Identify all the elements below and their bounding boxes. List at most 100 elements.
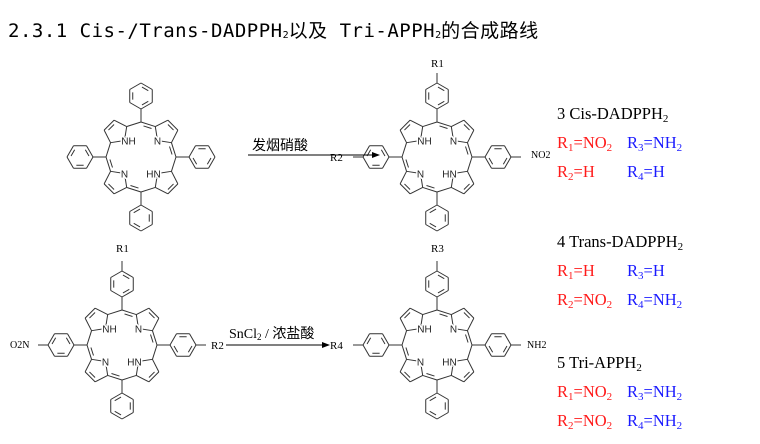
pyrrole-bond <box>84 371 96 383</box>
pyrrole-bond <box>467 171 475 185</box>
pyrrole-bond <box>103 183 115 195</box>
pyrrole-bond <box>123 173 128 188</box>
pyrrole-double-bond <box>463 371 470 378</box>
pyrrole-double-bond <box>404 371 411 378</box>
subscript: 2 <box>636 362 642 374</box>
pyrrole-bond <box>171 129 179 143</box>
phenyl-bond <box>382 145 390 158</box>
phenyl-double-bond <box>502 345 508 353</box>
phenyl-bond <box>189 333 197 346</box>
pyrrole-bond <box>399 171 407 185</box>
phenyl-bond <box>140 224 153 232</box>
phenyl-bond <box>140 102 153 110</box>
pyrrole-bond <box>406 139 421 144</box>
alpha-meso-bond <box>126 186 142 193</box>
r-idx: 3 <box>638 270 644 282</box>
pyrrole-bond <box>103 129 111 143</box>
alpha-meso-bond <box>436 309 452 316</box>
title-subscript: 2 <box>435 30 442 41</box>
phenyl-double-bond <box>429 410 437 416</box>
r-val: =NO <box>573 382 607 401</box>
phenyl-double-bond <box>437 274 445 280</box>
pyrrole-bond <box>419 173 424 188</box>
r-sym: R <box>627 382 639 401</box>
phenyl-bond <box>121 392 134 400</box>
phenyl-bond <box>484 156 492 169</box>
pyrrole-double-bond <box>148 312 155 319</box>
alpha-meso-bond <box>170 142 177 158</box>
pyrrole-bond <box>94 307 108 315</box>
r-idx: 1 <box>568 391 574 403</box>
r-val-sub: 2 <box>606 142 613 154</box>
pyrrole-bond <box>135 314 140 329</box>
r-sym: R <box>627 162 639 181</box>
phenyl-bond <box>436 290 449 298</box>
pyrrole-bond <box>409 307 423 315</box>
pyrrole-bond <box>467 129 475 143</box>
phenyl-bond <box>436 270 449 278</box>
r-group: R4=NH2 <box>627 409 682 438</box>
pyrrole-bond <box>103 119 115 131</box>
pyrrole-bond <box>406 170 421 175</box>
pyrrole-bond <box>451 119 465 127</box>
phenyl-double-bond <box>192 157 198 165</box>
phenyl-bond <box>47 344 55 357</box>
atom-label-hn: HN <box>127 358 141 369</box>
phenyl-bond <box>382 344 390 357</box>
r-idx: 1 <box>568 270 574 282</box>
phenyl-bond <box>436 82 449 90</box>
pyrrole-bond <box>110 139 125 144</box>
atom-label-n: N <box>417 358 424 369</box>
phenyl-double-bond <box>133 208 141 214</box>
phenyl-double-bond <box>502 157 508 165</box>
r-val: =NH <box>643 133 677 152</box>
phenyl-bond <box>121 412 134 420</box>
alpha-meso-double-bond <box>426 373 435 377</box>
phenyl-bond <box>67 333 75 346</box>
pyrrole-bond <box>148 307 160 319</box>
pyrrole-bond <box>409 119 423 127</box>
alpha-meso-bond <box>151 330 158 346</box>
atom-label-hn: HN <box>442 170 456 181</box>
pyrrole-bond <box>399 129 407 143</box>
pyrrole-bond <box>467 317 475 331</box>
phenyl-bond <box>129 102 142 110</box>
substituent-d-right: NH2 <box>527 340 547 351</box>
alpha-meso-double-bond <box>465 334 469 343</box>
r-sym: R <box>557 290 569 309</box>
r-sym: R <box>627 261 639 280</box>
phenyl-bond <box>425 412 438 420</box>
page-title: 2.3.1 Cis-/Trans-DADPPH2以及 Tri-APPH2的合成路… <box>8 16 539 43</box>
substituent-b-top: R1 <box>431 58 444 70</box>
alpha-meso-bond <box>401 330 408 346</box>
reagent-text: SnCl <box>229 327 258 342</box>
r-idx: 2 <box>568 299 574 311</box>
pyrrole-bond <box>136 307 150 315</box>
phenyl-double-bond <box>114 396 122 402</box>
pyrrole-double-bond <box>167 183 174 190</box>
pyrrole-double-bond <box>89 312 96 319</box>
r-val: =H <box>643 162 665 181</box>
r-group: R1=NO2 <box>557 131 627 160</box>
phenyl-double-bond <box>187 345 193 353</box>
phenyl-bond <box>362 344 370 357</box>
r-val: =NO <box>573 133 607 152</box>
r-group: R4=NH2 <box>627 288 682 317</box>
r-group: R2=NO2 <box>557 409 627 438</box>
pyrrole-bond <box>157 139 172 144</box>
pyrrole-bond <box>154 126 159 141</box>
r-sym: R <box>627 290 639 309</box>
atom-label-n: N <box>417 170 424 181</box>
pyrrole-bond <box>419 126 424 141</box>
phenyl-bond <box>484 344 492 357</box>
r-group: R1=H <box>557 259 627 288</box>
reagent-text: / 浓盐酸 <box>265 327 315 342</box>
title-subscript: 2 <box>282 30 289 41</box>
phenyl-double-bond <box>114 410 122 416</box>
pyrrole-bond <box>463 371 475 383</box>
phenyl-bond <box>121 270 134 278</box>
pyrrole-double-bond <box>463 183 470 190</box>
pyrrole-double-bond <box>404 183 411 190</box>
pyrrole-bond <box>84 359 92 373</box>
